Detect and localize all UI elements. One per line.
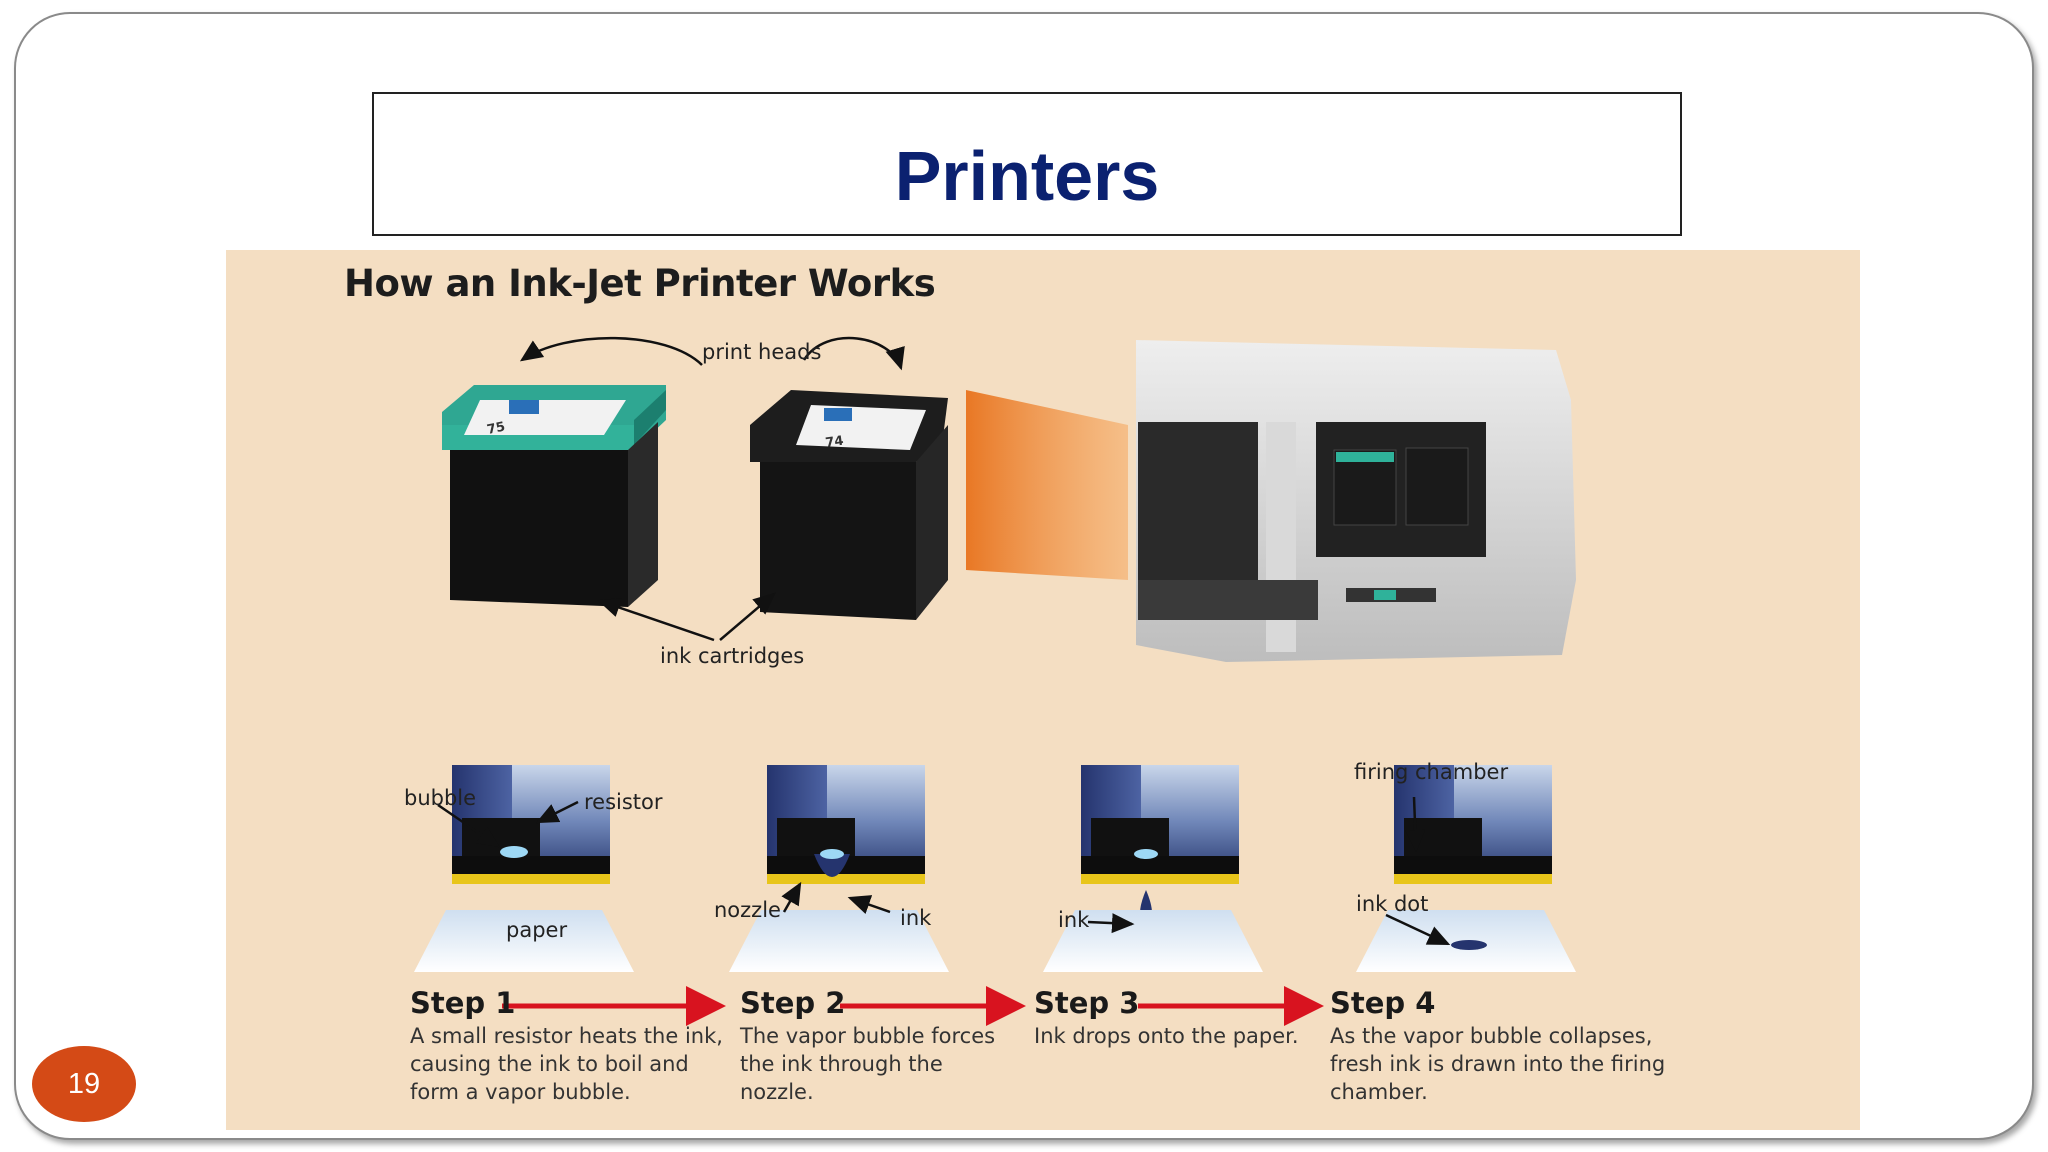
inkjet-figure: How an Ink-Jet Printer Works [226,250,1860,1130]
resistor-pointer [535,800,579,824]
step2-line-1: The vapor bubble forces [740,1024,996,1048]
label-ink-step2: ink [900,906,932,930]
bubble-pointer [437,803,501,848]
step1-description: A small resistor heats the ink, causing … [410,1022,723,1106]
print-heads-arrow-right [802,336,905,371]
step1-diagram [414,765,634,972]
ink-dot-pointer [1385,913,1451,946]
slide-title: Printers [894,137,1160,215]
step3-title: Step 3 [1034,986,1140,1020]
step2-description: The vapor bubble forces the ink through … [740,1022,1030,1106]
label-resistor: resistor [584,790,663,814]
title-box: Printers [372,92,1682,236]
step2-line-2: the ink through the [740,1052,943,1076]
step4-description: As the vapor bubble collapses, fresh ink… [1330,1022,1690,1106]
step4-diagram [1356,765,1576,972]
label-print-heads: print heads [702,340,822,364]
label-ink-step3: ink [1058,908,1090,932]
printer-photo [1136,340,1576,662]
step3-line-1: Ink drops onto the paper. [1034,1024,1299,1048]
ink-step3-pointer [1087,913,1135,934]
ink-step2-pointer [847,895,891,915]
step1-line-1: A small resistor heats the ink, [410,1024,723,1048]
ink-cartridges-arrow-left [597,598,715,642]
label-bubble: bubble [404,786,477,810]
step2-line-3: nozzle. [740,1080,814,1104]
color-cartridge-number: 75 [486,419,507,437]
firing-chamber-pointer [1405,796,1426,853]
figure-artwork: 75 74 [414,336,1576,1026]
step2-title: Step 2 [740,986,846,1020]
figure-title: How an Ink-Jet Printer Works [344,262,936,305]
label-nozzle: nozzle [714,898,781,922]
label-paper: paper [506,918,568,942]
step4-line-2: fresh ink is drawn into the firing [1330,1052,1666,1076]
label-firing-chamber: firing chamber [1354,760,1509,784]
step3-diagram [1043,765,1263,972]
nozzle-pointer [781,881,802,913]
step1-line-2: causing the ink to boil and [410,1052,689,1076]
step2-diagram [729,765,949,972]
magnify-beam [966,390,1128,580]
step4-line-3: chamber. [1330,1080,1428,1104]
step4-line-1: As the vapor bubble collapses, [1330,1024,1653,1048]
step4-title: Step 4 [1330,986,1436,1020]
label-ink-cartridges: ink cartridges [660,644,805,668]
step3-description: Ink drops onto the paper. [1034,1022,1324,1050]
black-cartridge: 74 [750,390,948,620]
print-heads-arrow-left [519,336,703,366]
color-cartridge: 75 [442,385,666,607]
black-cartridge-number: 74 [824,434,844,451]
step1-title: Step 1 [410,986,516,1020]
page-number-badge: 19 [32,1046,136,1122]
label-ink-dot: ink dot [1356,892,1429,916]
ink-cartridges-arrow-right [719,592,776,641]
step1-line-3: form a vapor bubble. [410,1080,631,1104]
